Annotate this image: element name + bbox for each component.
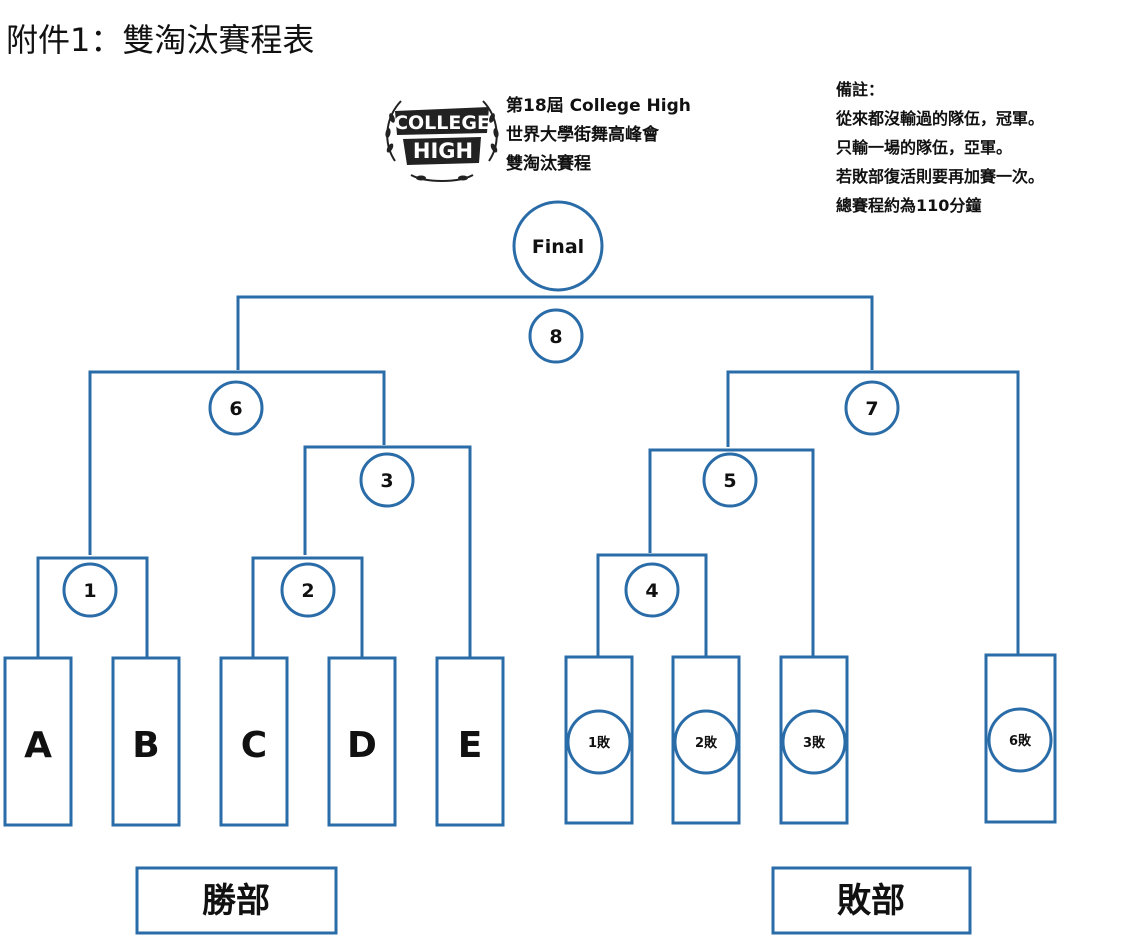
team-box-e [435, 656, 505, 827]
match-3-label: 3 [380, 470, 393, 492]
loser-2-circle [673, 709, 739, 775]
match-1-label: 1 [83, 580, 96, 602]
match-5-label: 5 [723, 470, 736, 492]
event-title-line3: 雙淘汰賽程 [506, 154, 591, 174]
team-box-b [111, 656, 181, 827]
connector-1 [36, 556, 149, 657]
loser-1-circle [566, 709, 632, 775]
logo-line1: COLLEGE [394, 112, 490, 134]
logo-line2: HIGH [413, 139, 473, 163]
connector-4 [596, 553, 708, 657]
notes-line: 從來都沒輸過的隊伍，冠軍。 [836, 109, 1045, 128]
event-title-line1: 第18屆 College High [506, 96, 691, 116]
loser-2-label: 2敗 [695, 735, 718, 751]
match-6-label: 6 [229, 398, 242, 420]
notes-line: 總賽程約為110分鐘 [836, 196, 982, 215]
event-title: 第18屆 College High 世界大學街舞高峰會 雙淘汰賽程 [506, 92, 691, 179]
loser-6-circle [987, 707, 1053, 773]
match-4-label: 4 [645, 580, 658, 602]
match-2-label: 2 [301, 580, 314, 602]
connector-2 [251, 556, 364, 657]
match-final-circle [512, 200, 604, 292]
team-d-label: D [347, 725, 377, 766]
notes-panel: 備註： 從來都沒輸過的隊伍，冠軍。 只輸一場的隊伍，亞軍。 若敗部復活則要再加賽… [836, 75, 1044, 220]
match-6-circle [208, 380, 264, 436]
match-2-circle [280, 562, 336, 618]
event-title-line2: 世界大學街舞高峰會 [506, 125, 659, 145]
loser-6-label: 6敗 [1009, 733, 1032, 749]
team-b-label: B [132, 725, 159, 766]
match-8-label: 8 [549, 326, 562, 348]
winners-section-label: 勝部 [202, 881, 270, 921]
college-high-logo: COLLEGE HIGH [385, 100, 499, 182]
match-8-circle [528, 308, 584, 364]
team-box-a [3, 656, 73, 827]
notes-line: 只輸一場的隊伍，亞軍。 [836, 138, 1013, 157]
connector-3 [303, 445, 472, 657]
page-title: 附件1：雙淘汰賽程表 [6, 21, 315, 59]
team-c-label: C [241, 725, 267, 766]
match-3-circle [359, 452, 415, 508]
team-e-label: E [458, 725, 483, 766]
notes-heading: 備註： [836, 80, 885, 99]
connector-5 [648, 448, 815, 657]
match-7-circle [844, 380, 900, 436]
connector-6 [88, 370, 386, 555]
losers-section-box [771, 866, 972, 935]
notes-line: 若敗部復活則要再加賽一次。 [836, 167, 1045, 186]
team-box-c [219, 656, 289, 827]
connector-7 [726, 370, 1020, 655]
match-final-label: Final [532, 236, 584, 258]
match-4-circle [624, 562, 680, 618]
match-5-circle [702, 452, 758, 508]
connector-8 [236, 295, 874, 370]
loser-3-label: 3敗 [803, 735, 826, 751]
losers-section-label: 敗部 [837, 881, 905, 921]
team-a-label: A [24, 725, 52, 766]
bracket-lines [36, 295, 1020, 657]
loser-1-label: 1敗 [588, 735, 611, 751]
match-7-label: 7 [865, 398, 878, 420]
winners-section-box [135, 866, 338, 935]
team-box-d [327, 656, 397, 827]
loser-3-circle [781, 709, 847, 775]
match-1-circle [62, 562, 118, 618]
